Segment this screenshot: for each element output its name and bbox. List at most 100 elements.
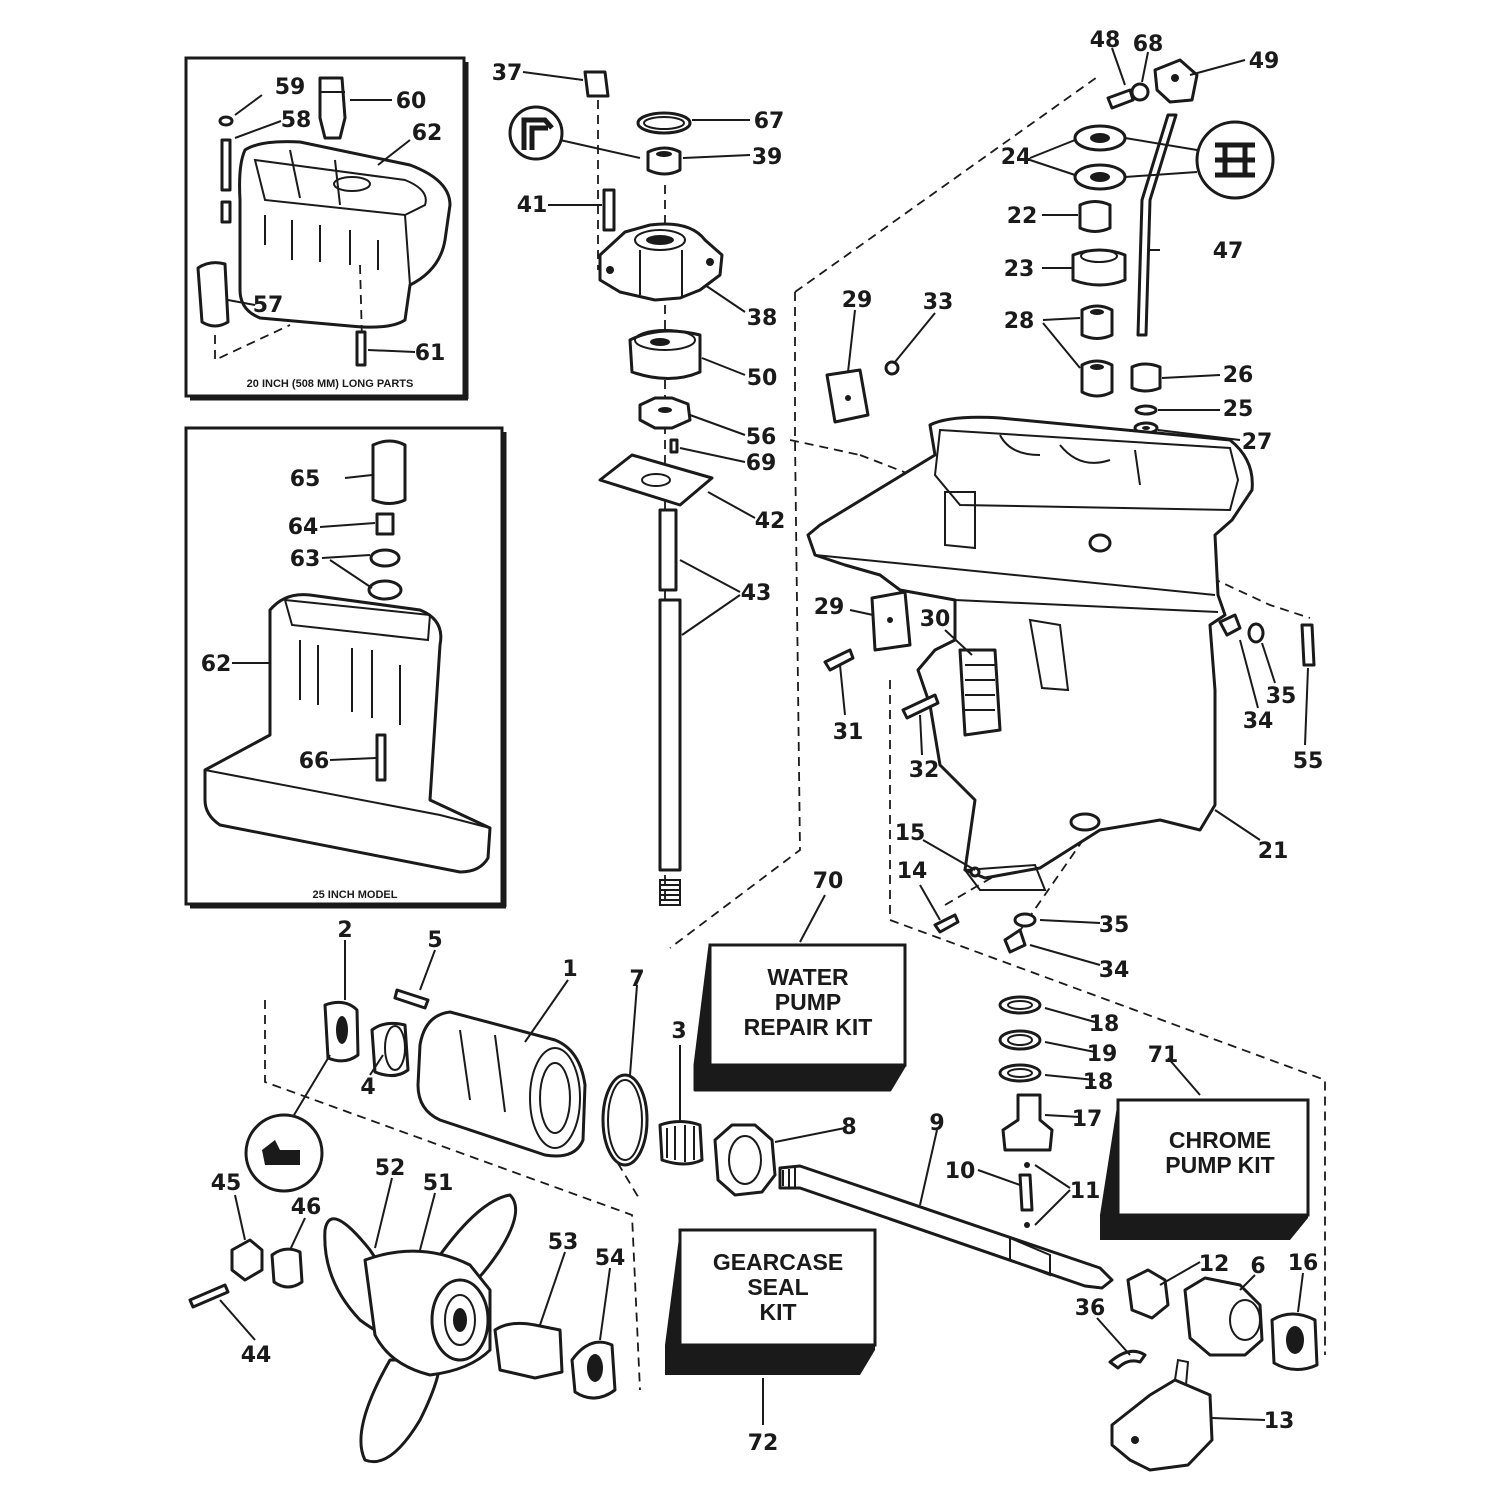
callout-53: 53: [548, 1230, 579, 1255]
key-69: [669, 438, 679, 454]
callout-72: 72: [748, 1431, 779, 1456]
gearcase-21: [806, 360, 1316, 954]
callout-4: 4: [360, 1075, 375, 1100]
callout-27: 27: [1242, 430, 1273, 455]
callout-59: 59: [275, 75, 306, 100]
callout-26: 26: [1223, 363, 1254, 388]
washer-68: [1130, 82, 1150, 102]
screw-5: [393, 988, 430, 1010]
washer-35-upper: [1247, 622, 1265, 644]
screw-61: [355, 330, 367, 367]
grommet-37: [583, 70, 610, 98]
callout-1: 1: [562, 957, 577, 982]
screw-31: [823, 648, 855, 672]
callout-32: 32: [909, 758, 940, 783]
bearing-28b: [1080, 359, 1114, 398]
screw-14: [933, 913, 960, 934]
callout-8: 8: [841, 1115, 856, 1140]
driveshaft-upper-43: [658, 508, 678, 592]
chrome-pump-kit-line1: CHROME: [1169, 1127, 1271, 1153]
water-pump-kit-line2: PUMP: [775, 989, 841, 1015]
callout-39: 39: [752, 145, 783, 170]
callout-41: 41: [517, 193, 548, 218]
lubricant-symbol-icon: [508, 105, 564, 161]
propshaft-assembly: [188, 988, 1319, 1472]
callout-31: 31: [833, 720, 864, 745]
shift-rod-stack: [1071, 58, 1275, 435]
inset-bottom-caption: 25 INCH MODEL: [313, 889, 398, 901]
callout-19: 19: [1087, 1042, 1118, 1067]
screw-32: [901, 693, 940, 720]
callout-11: 11: [1070, 1179, 1101, 1204]
callout-23: 23: [1004, 257, 1035, 282]
inset-25-inch-model: 25 INCH MODEL: [184, 426, 507, 909]
spring-10: [1018, 1173, 1034, 1212]
callout-62-top: 62: [412, 121, 443, 146]
callout-34-lower: 34: [1099, 958, 1130, 983]
kit-gearcase-seal: GEARCASE SEAL KIT: [665, 1228, 877, 1375]
o-ring-59: [218, 115, 234, 127]
gear-8: [713, 1123, 777, 1197]
callout-24: 24: [1001, 145, 1032, 170]
callout-29-lower: 29: [814, 595, 845, 620]
shift-rod-47: [1136, 113, 1178, 337]
callout-71: 71: [1148, 1043, 1179, 1068]
callout-37: 37: [492, 61, 523, 86]
plug-34-upper: [1218, 613, 1242, 637]
callout-58: 58: [281, 108, 312, 133]
callout-21: 21: [1258, 839, 1289, 864]
callout-33: 33: [923, 290, 954, 315]
sleeve-57: [196, 261, 230, 328]
callout-13: 13: [1264, 1409, 1295, 1434]
callout-7: 7: [629, 967, 644, 992]
shift-yoke-13: [1110, 1378, 1214, 1472]
callout-9: 9: [929, 1111, 944, 1136]
callout-42: 42: [755, 509, 786, 534]
water-pump-stack: [508, 70, 724, 906]
sleeve-65: [371, 439, 407, 505]
driveshaft-lower-43: [658, 598, 682, 872]
gearcase-seal-kit-line2: SEAL: [747, 1274, 808, 1300]
gearcase-seal-kit-line1: GEARCASE: [713, 1249, 843, 1275]
propeller: [323, 1193, 518, 1463]
callout-51: 51: [423, 1171, 454, 1196]
clip-36: [1108, 1349, 1147, 1370]
inset-20-inch-long-parts: 20 INCH (508 MM) LONG PARTS: [184, 56, 469, 401]
callout-18-lower: 18: [1083, 1070, 1114, 1095]
callout-18-upper: 18: [1089, 1012, 1120, 1037]
screw-66: [375, 733, 387, 782]
callout-63: 63: [290, 547, 321, 572]
callout-57: 57: [253, 293, 284, 318]
callout-69: 69: [746, 451, 777, 476]
washer-25: [1134, 404, 1158, 416]
spacer-53: [493, 1321, 564, 1380]
callout-35-upper: 35: [1266, 684, 1297, 709]
callout-28: 28: [1004, 309, 1035, 334]
tube-58: [220, 138, 232, 192]
inset-top-caption: 20 INCH (508 MM) LONG PARTS: [247, 378, 414, 390]
water-pump-kit-line1: WATER: [767, 964, 849, 990]
plate-42: [598, 453, 714, 507]
anode-30: [958, 648, 1002, 737]
part-64: [375, 512, 395, 536]
callout-5: 5: [427, 928, 442, 953]
callout-29-upper: 29: [842, 288, 873, 313]
water-pump-kit-line3: REPAIR KIT: [744, 1014, 873, 1040]
screw-41: [602, 188, 616, 232]
propeller-blade-lower: [359, 1358, 442, 1463]
callout-52: 52: [375, 1156, 406, 1181]
callout-36: 36: [1075, 1296, 1106, 1321]
bushing-22: [1078, 200, 1112, 233]
nut-45: [230, 1238, 264, 1282]
washer-35-lower: [1013, 912, 1037, 928]
callout-67: 67: [754, 109, 785, 134]
kit-water-pump-repair: WATER PUMP REPAIR KIT: [693, 943, 907, 1092]
seal-63a: [369, 548, 401, 568]
callout-16: 16: [1288, 1251, 1319, 1276]
callout-30: 30: [920, 607, 951, 632]
callout-leader-lines: [219, 47, 1309, 1425]
exhaust-housing-62-25in: [203, 593, 492, 874]
callout-68: 68: [1133, 32, 1164, 57]
seal-63b: [367, 579, 403, 601]
